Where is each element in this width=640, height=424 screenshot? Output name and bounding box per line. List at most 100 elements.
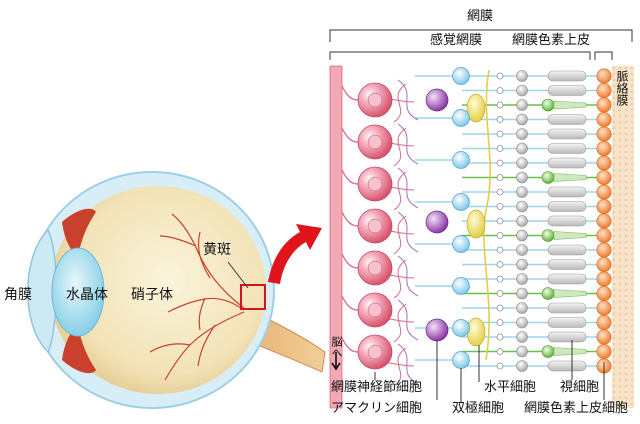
rod-outer-segment — [547, 114, 587, 125]
rpe-cell — [596, 112, 612, 128]
rod-outer-segment — [547, 259, 587, 270]
rod-outer-segment — [547, 186, 587, 198]
to-brain-arrow — [331, 352, 341, 371]
photoreceptor-nucleus — [516, 157, 528, 169]
synaptic-terminal — [496, 348, 504, 355]
rpe-cell — [596, 199, 612, 215]
rod-outer-segment — [547, 273, 587, 285]
vitreous-label: 硝子体 — [131, 287, 173, 303]
rod-outer-segment — [547, 244, 587, 256]
photoreceptor-nucleus — [516, 215, 528, 227]
macula-pointer — [227, 261, 249, 289]
synaptic-terminal — [496, 333, 504, 341]
horizontal-cell-process — [483, 69, 492, 361]
cone-outer-segment — [553, 231, 587, 240]
photoreceptor-nucleus — [516, 171, 528, 184]
synaptic-terminal — [496, 203, 504, 210]
amacrine-cell — [425, 318, 449, 342]
label-leaders — [374, 340, 605, 402]
macula-box — [240, 284, 266, 310]
cone-outer-segment — [553, 100, 587, 110]
retina-cell-layers — [331, 67, 612, 387]
photoreceptor-nucleus — [516, 345, 528, 358]
rpe-cell — [596, 228, 612, 244]
bipolar-cell — [452, 193, 470, 211]
synaptic-terminal — [496, 261, 504, 268]
to-brain-label: 脳へ — [330, 336, 343, 358]
photoreceptor-nucleus — [516, 229, 528, 242]
rod-outer-segment — [547, 85, 587, 96]
rpe-cell — [596, 285, 612, 301]
cornea-label: 角膜 — [4, 287, 32, 303]
bipolar-cell — [452, 67, 470, 85]
dendrite-tangle — [393, 83, 407, 123]
dendrite-tangle — [393, 347, 407, 387]
rod-outer-segment — [547, 215, 587, 227]
amacrine-cell-label: アマクリン細胞 — [331, 401, 423, 416]
photoreceptor-nucleus — [516, 258, 528, 271]
synaptic-terminal — [496, 275, 504, 283]
ganglion-nucleus — [367, 176, 383, 192]
ganglion-nucleus — [367, 218, 383, 234]
retinal-vessels — [149, 213, 245, 381]
dendrite-tangle — [397, 211, 419, 253]
cone-outer-segment — [553, 173, 587, 182]
amacrine-cell — [425, 88, 449, 112]
rpe-cell — [596, 83, 612, 99]
ganglion-nucleus — [367, 302, 383, 318]
rod-outer-segment — [547, 201, 587, 212]
rpe-cell — [596, 329, 612, 345]
amacrine-cell — [425, 210, 449, 234]
ganglion-nucleus — [367, 134, 383, 150]
synaptic-terminal — [496, 188, 504, 196]
rpe-cell — [596, 126, 612, 142]
dendrite-tangle — [393, 215, 407, 255]
synaptic-terminal — [496, 217, 504, 225]
ganglion-axon — [341, 295, 359, 311]
bipolar-cell — [452, 277, 470, 295]
bipolar-cell — [452, 109, 470, 127]
photoreceptor-nucleus — [516, 331, 528, 343]
photoreceptor-label: 視細胞 — [560, 380, 600, 395]
synaptic-terminal — [496, 246, 504, 254]
cone-cell — [541, 345, 555, 358]
synaptic-terminal — [496, 290, 504, 297]
synaptic-terminal — [496, 130, 504, 138]
dendrite-tangle — [393, 303, 407, 343]
horizontal-cell-label: 水平細胞 — [484, 380, 537, 395]
synaptic-terminal — [496, 145, 504, 152]
synaptic-terminal — [496, 232, 504, 239]
rpe-cell — [596, 256, 612, 272]
photoreceptor-nucleus — [516, 113, 528, 126]
dendrite-tangle — [393, 171, 407, 211]
rod-outer-segment — [547, 302, 587, 314]
photoreceptor-nucleus — [516, 287, 528, 300]
photoreceptor-nucleus — [516, 244, 528, 256]
nerve-fiber-layer — [329, 65, 343, 409]
rpe-cell — [596, 141, 612, 157]
synaptic-terminal — [496, 72, 504, 80]
bipolar-cell — [452, 351, 470, 369]
photoreceptor-nucleus — [516, 99, 528, 111]
photoreceptor-nucleus — [516, 200, 528, 213]
photoreceptor-nucleus — [516, 316, 528, 329]
rod-outer-segment — [547, 70, 587, 82]
dendrite-tangle — [397, 343, 419, 385]
sensory-retina-label: 感覚網膜 — [430, 33, 483, 48]
photoreceptor-nucleus — [516, 302, 528, 314]
rod-outer-segment — [547, 317, 587, 328]
eyeball-illustration — [27, 171, 326, 409]
rod-outer-segment — [547, 331, 587, 343]
cone-outer-segment — [553, 347, 587, 356]
photoreceptor-nucleus — [516, 84, 528, 97]
dendrite-tangle — [397, 79, 419, 121]
dendrite-tangle — [397, 299, 419, 341]
synaptic-terminal — [496, 319, 504, 326]
synaptic-terminal — [496, 362, 504, 370]
rod-outer-segment — [547, 360, 587, 372]
synaptic-terminal — [496, 174, 504, 181]
photoreceptor-nucleus — [516, 70, 528, 82]
rpe-cell — [596, 314, 612, 330]
dendrite-tangle — [397, 167, 419, 209]
